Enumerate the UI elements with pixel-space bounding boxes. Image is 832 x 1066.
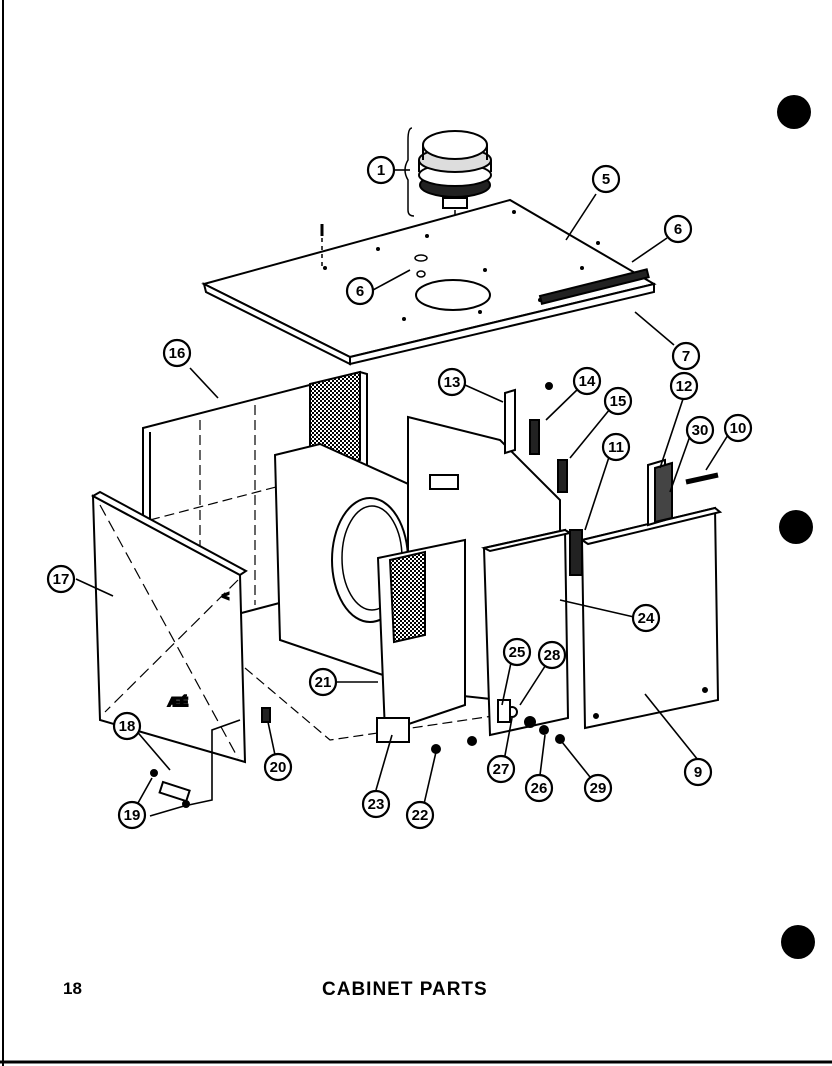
binder-hole [777,95,811,129]
callout-number: 11 [608,439,624,456]
callout-11: 11 [601,432,631,462]
callout-number: 28 [544,647,561,664]
callout-circle [366,155,396,185]
callout-number: 19 [124,807,141,824]
fan-motor [404,127,492,217]
callout-number: 26 [531,780,548,797]
callout-circle [663,214,693,244]
top-cover-panel [201,198,657,366]
callout-number: 14 [579,373,596,390]
callout-13: 13 [437,367,467,397]
callout-number: 6 [356,283,364,300]
hardware-parts [150,382,719,808]
callout-14: 14 [572,366,602,396]
access-panel [481,528,573,737]
callout-number: 30 [692,422,709,439]
callout-circle [669,371,699,401]
callout-number: 20 [270,759,287,776]
callout-15: 15 [603,386,633,416]
callout-16: 16 [162,338,192,368]
callout-number: 21 [315,674,332,691]
svg-text:ÆÉ: ÆÉ [168,694,188,709]
callout-circle [683,757,713,787]
callout-circle [112,711,142,741]
callout-number: 1 [377,162,385,179]
leader-lines [75,169,729,817]
callout-17: 17 [46,564,76,594]
callout-1: 1 [366,155,396,185]
callout-circle [524,773,554,803]
callout-30: 30 [685,415,715,445]
callout-10: 10 [723,413,753,443]
front-grille-panel [376,538,466,743]
callout-21: 21 [308,667,338,697]
callout-circle [486,754,516,784]
callout-circle [537,640,567,670]
callout-circle [263,752,293,782]
callout-circle [502,637,532,667]
callout-number: 23 [368,796,385,813]
callout-circle [345,276,375,306]
callout-number: 12 [676,378,693,395]
callout-29: 29 [583,773,613,803]
callout-number: 18 [119,718,136,735]
callout-number: 15 [610,393,627,410]
callout-circle [117,800,147,830]
callout-number: 24 [638,610,655,627]
callout-number: 6 [674,221,682,238]
callout-22: 22 [405,800,435,830]
binder-hole [779,510,813,544]
callout-circle [583,773,613,803]
callout-9: 9 [683,757,713,787]
callout-circle [162,338,192,368]
callout-20: 20 [263,752,293,782]
screw-washer [320,224,428,278]
callout-number: 22 [412,807,429,824]
callout-circle [685,415,715,445]
callout-number: 29 [590,780,607,797]
callout-12: 12 [669,371,699,401]
callout-24: 24 [631,603,661,633]
callout-circle [46,564,76,594]
callout-circle [671,341,701,371]
callout-19: 19 [117,800,147,830]
callout-circle [603,386,633,416]
callout-number: 7 [682,348,690,365]
svg-text:<: < [222,589,229,603]
callout-7: 7 [671,341,701,371]
callout-circle [572,366,602,396]
callout-25: 25 [502,637,532,667]
callout-number: 5 [602,171,610,188]
callout-27: 27 [486,754,516,784]
callout-circle [405,800,435,830]
callout-circle [723,413,753,443]
callout-number: 17 [53,571,70,588]
callout-18: 18 [112,711,142,741]
callout-28: 28 [537,640,567,670]
page-title: CABINET PARTS [322,979,488,1000]
binder-hole [781,925,815,959]
callout-number: 16 [169,345,186,362]
callout-circle [308,667,338,697]
side-panel: ÆÉ < [90,490,248,803]
callout-circle [591,164,621,194]
callout-23: 23 [361,789,391,819]
callout-number: 27 [493,761,510,778]
page-number: 18 [63,979,82,998]
callout-6a: 6 [663,214,693,244]
callout-circle [631,603,661,633]
callout-circle [601,432,631,462]
callout-number: 10 [730,420,747,437]
callout-circle [437,367,467,397]
callout-6b: 6 [345,276,375,306]
callout-number: 9 [694,764,702,781]
callout-5: 5 [591,164,621,194]
callout-circle [361,789,391,819]
callout-number: 13 [444,374,461,391]
callout-26: 26 [524,773,554,803]
callout-number: 25 [509,644,526,661]
